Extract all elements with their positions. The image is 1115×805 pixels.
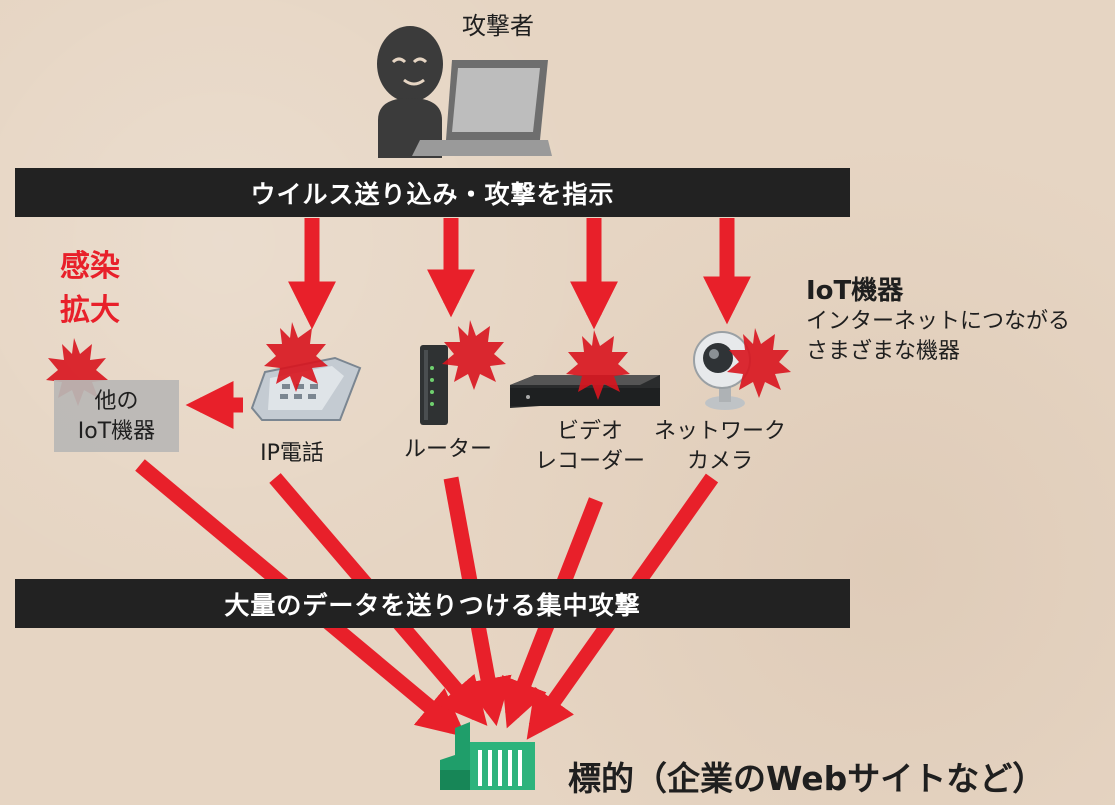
other-iot-label-1: 他の — [94, 389, 139, 414]
router-label: ルーター — [403, 437, 492, 462]
building-icon — [440, 722, 535, 790]
infection-burst-router — [442, 320, 506, 390]
router-icon — [420, 345, 448, 425]
iot-desc-1: インターネットにつながる — [806, 309, 1071, 334]
laptop-icon — [412, 60, 552, 156]
recorder-label-1: ビデオ — [556, 419, 623, 444]
camera-label-2: カメラ — [686, 449, 753, 474]
other-iot-label-2: IoT機器 — [77, 419, 156, 444]
command-bar: ウイルス送り込み・攻撃を指示 — [15, 168, 850, 217]
other-iot-box — [54, 380, 179, 452]
network-camera-icon — [693, 331, 751, 410]
ip-phone-label: IP電話 — [260, 441, 324, 466]
infection-burst-camera — [727, 328, 791, 398]
camera-label-1: ネットワーク — [653, 419, 786, 444]
target-label: 標的（企業のWebサイトなど） — [568, 759, 1046, 798]
iot-desc-2: さまざまな機器 — [806, 339, 961, 364]
attacker-icon — [377, 26, 443, 158]
infection-label-1: 感染 — [60, 249, 120, 284]
command-arrows — [287, 218, 752, 330]
attack-bar: 大量のデータを送りつける集中攻撃 — [15, 579, 850, 628]
infection-burst-recorder — [566, 330, 630, 400]
recorder-label-2: レコーダー — [534, 449, 645, 474]
attacker-label: 攻撃者 — [462, 12, 534, 40]
iot-title: IoT機器 — [806, 276, 904, 306]
infection-burst-ip-phone — [264, 322, 328, 392]
infection-label-2: 拡大 — [60, 293, 120, 328]
video-recorder-icon — [510, 375, 660, 408]
